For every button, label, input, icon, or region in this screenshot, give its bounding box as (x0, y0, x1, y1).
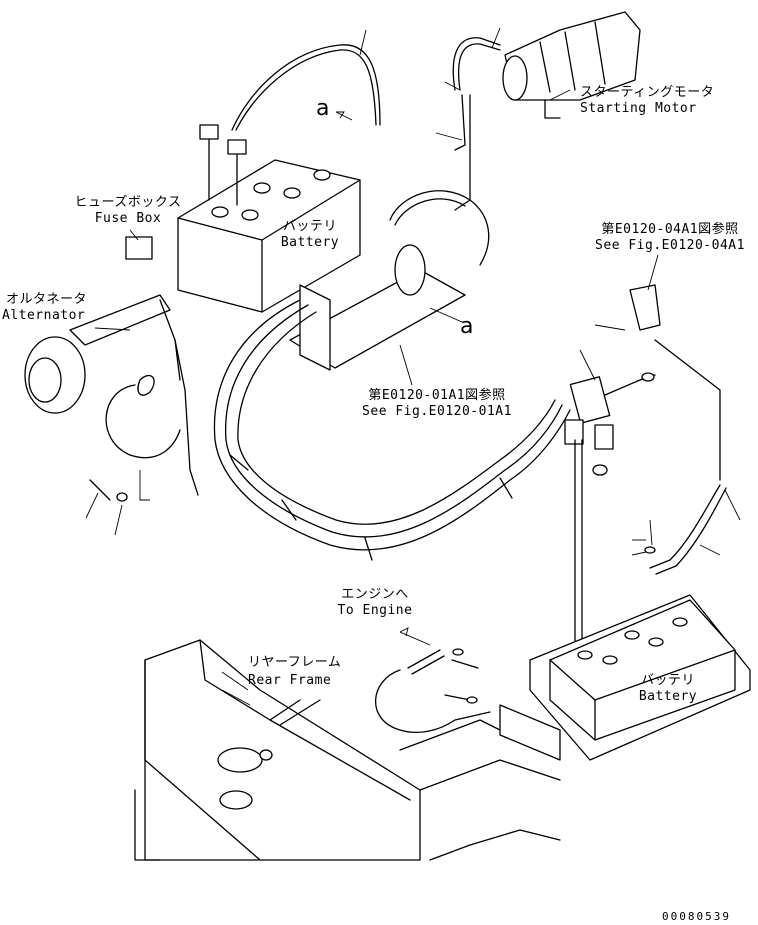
starting-motor-drawing (502, 11, 641, 119)
fuse-box-label-jp: ヒューズボックス (74, 195, 182, 210)
upper-battery-label-en: Battery (280, 235, 340, 250)
view-a-label-mid: a (460, 314, 474, 339)
lower-battery-label-jp: バッテリ (640, 673, 695, 688)
lower-battery-drawing (499, 594, 751, 761)
alternator-label-en: Alternator (2, 308, 86, 323)
ref-01a1-label-en: See Fig.E0120-01A1 (362, 404, 512, 419)
rear-frame-label-jp: リヤーフレーム (248, 655, 342, 670)
to-engine-label-en: To Engine (337, 603, 413, 618)
starting-motor-label-en: Starting Motor (580, 101, 697, 116)
ref-04a1-label-en: See Fig.E0120-04A1 (595, 238, 745, 253)
alternator-drawing (24, 294, 181, 414)
starting-motor-label-jp: スターティングモータ (580, 85, 715, 100)
upper-battery-drawing (177, 124, 361, 313)
rear-frame-drawing (134, 639, 561, 861)
to-engine-label-jp: エンジンへ (341, 587, 409, 602)
relay-bracket-drawing (289, 190, 490, 371)
drawing-code: 00080539 (662, 910, 731, 923)
ref-01a1-label-jp: 第E0120-01A1図参照 (368, 388, 506, 403)
connector-group-drawing (564, 254, 661, 476)
fuse-box-drawing (125, 236, 153, 260)
view-a-label-top: a (316, 96, 330, 121)
rear-frame-label-en: Rear Frame (248, 673, 332, 688)
lower-battery-label-en: Battery (638, 689, 698, 704)
fuse-box-label-en: Fuse Box (94, 211, 162, 226)
alternator-label-jp: オルタネータ (6, 292, 88, 307)
upper-battery-label-jp: バッテリ (282, 219, 337, 234)
ref-04a1-label-jp: 第E0120-04A1図参照 (601, 222, 739, 237)
